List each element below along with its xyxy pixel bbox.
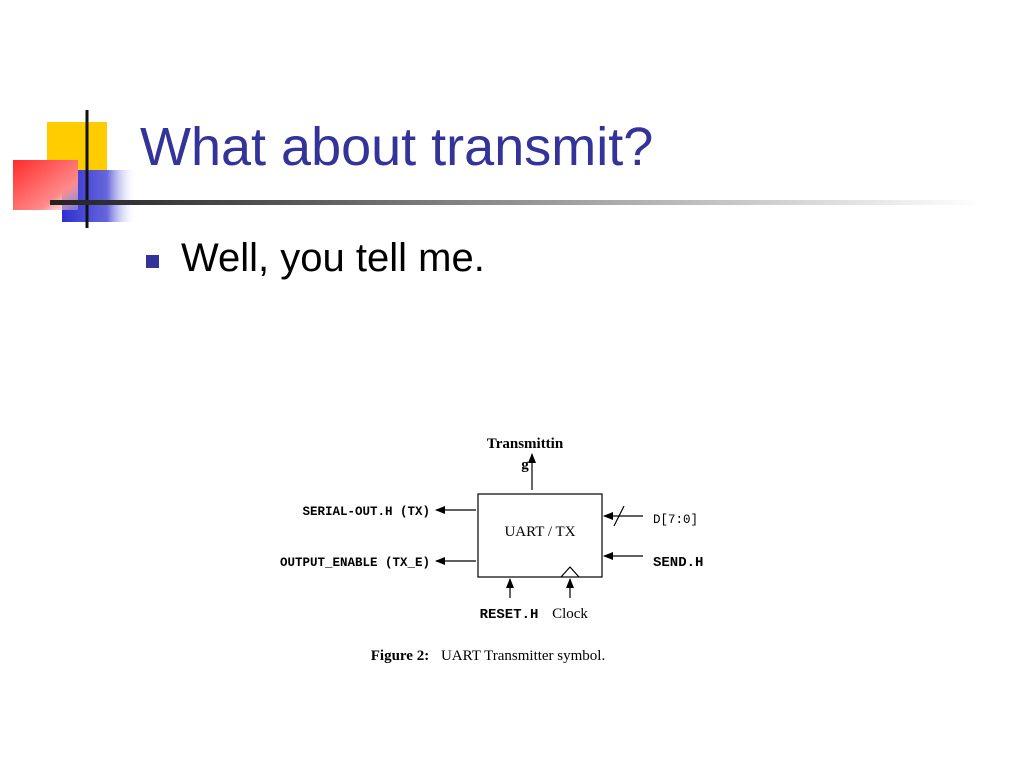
clock-triangle-icon	[560, 566, 580, 578]
bullet-square-icon	[146, 255, 159, 268]
bullet-item: Well, you tell me.	[146, 236, 485, 281]
bus-slash	[613, 505, 625, 527]
reset-label: RESET.H	[480, 607, 539, 623]
title-underline	[50, 200, 980, 205]
slide-title: What about transmit?	[140, 117, 654, 177]
caption-label: Figure 2:	[371, 648, 429, 664]
send-label: SEND.H	[653, 555, 703, 571]
serial-out-label: SERIAL-OUT.H (TX)	[302, 505, 430, 519]
data-bus-label: D[7:0]	[653, 513, 698, 527]
output-enable-label: OUTPUT_ENABLE (TX_E)	[280, 556, 430, 570]
caption-text: UART Transmitter symbol.	[441, 648, 605, 664]
clock-label: Clock	[552, 606, 588, 622]
bullet-text: Well, you tell me.	[181, 236, 485, 280]
transmitting-label-line2: g	[521, 457, 529, 473]
figure-caption: Figure 2: UART Transmitter symbol.	[371, 648, 605, 664]
transmitting-label-line1: Transmittin	[487, 436, 564, 452]
uart-tx-block	[477, 493, 603, 578]
corner-decoration	[13, 110, 137, 228]
block-label: UART / TX	[504, 524, 575, 540]
